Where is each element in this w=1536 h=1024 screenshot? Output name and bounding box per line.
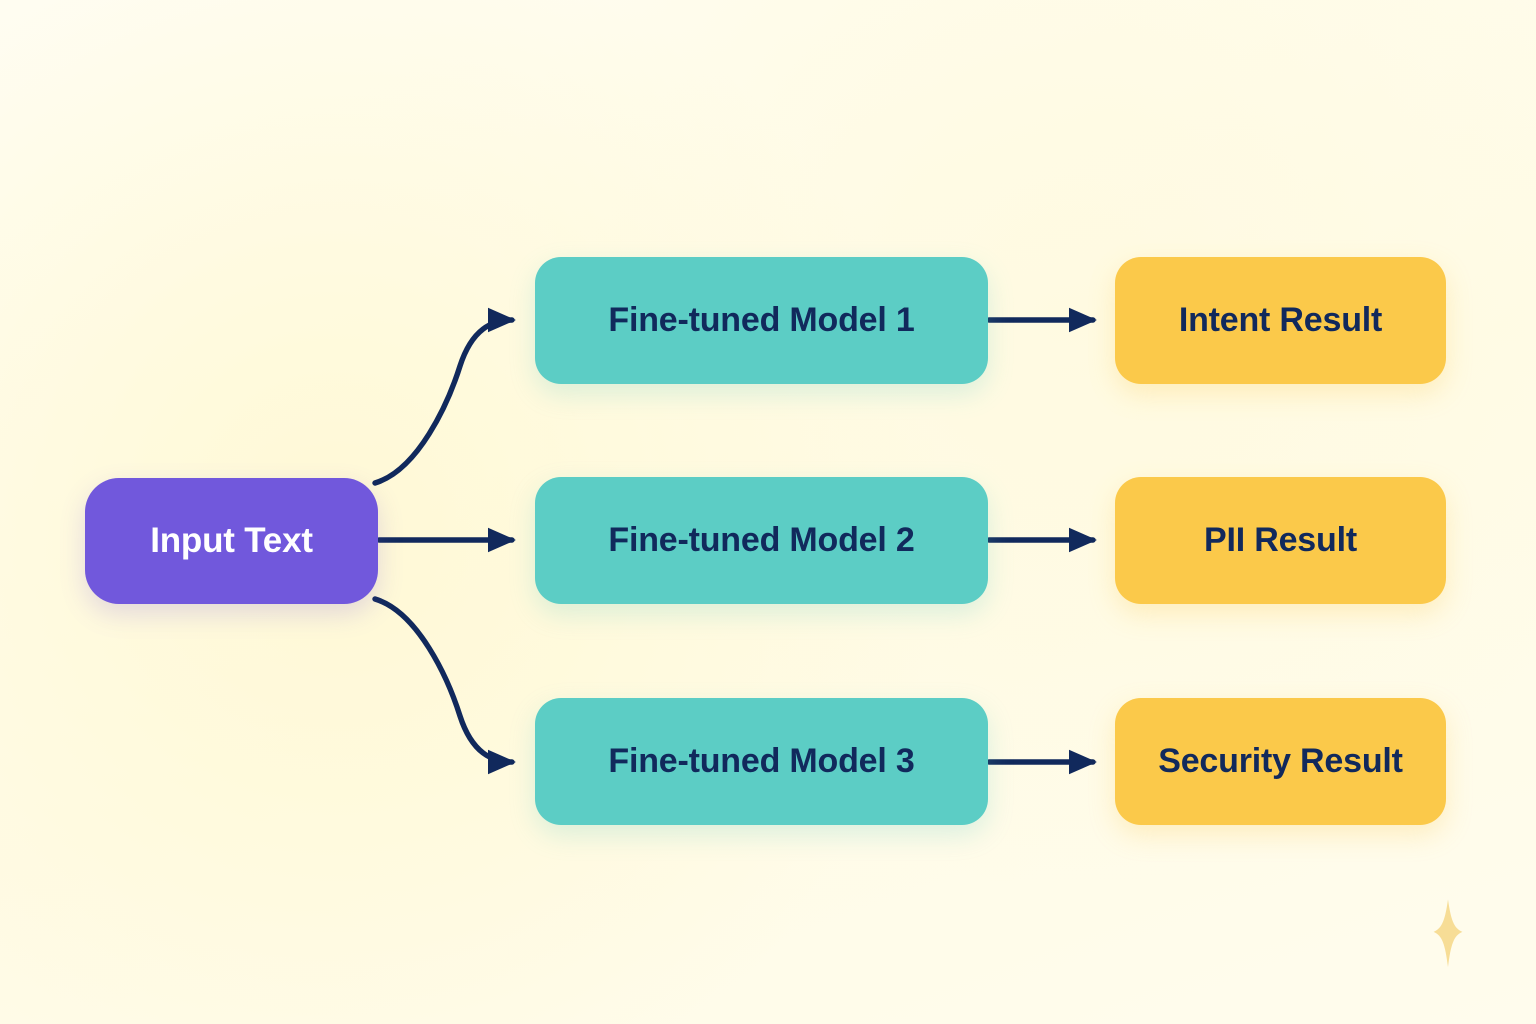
node-fine-tuned-model-1[interactable]: Fine-tuned Model 1 — [535, 257, 988, 384]
sparkle-icon — [1433, 899, 1463, 968]
edge-input-to-model-3 — [372, 596, 516, 775]
node-security-result-label: Security Result — [1158, 741, 1403, 780]
node-input-text-label: Input Text — [150, 520, 313, 560]
node-fine-tuned-model-3-label: Fine-tuned Model 3 — [608, 741, 915, 780]
edge-input-to-model-1 — [372, 307, 516, 486]
node-fine-tuned-model-1-label: Fine-tuned Model 1 — [608, 300, 915, 339]
node-security-result[interactable]: Security Result — [1115, 698, 1446, 825]
node-pii-result-label: PII Result — [1204, 520, 1357, 559]
node-intent-result-label: Intent Result — [1178, 300, 1383, 339]
node-fine-tuned-model-2-label: Fine-tuned Model 2 — [608, 520, 915, 559]
node-input-text[interactable]: Input Text — [85, 478, 378, 604]
node-fine-tuned-model-3[interactable]: Fine-tuned Model 3 — [535, 698, 988, 825]
node-intent-result[interactable]: Intent Result — [1115, 257, 1446, 384]
node-pii-result[interactable]: PII Result — [1115, 477, 1446, 604]
node-fine-tuned-model-2[interactable]: Fine-tuned Model 2 — [535, 477, 988, 604]
